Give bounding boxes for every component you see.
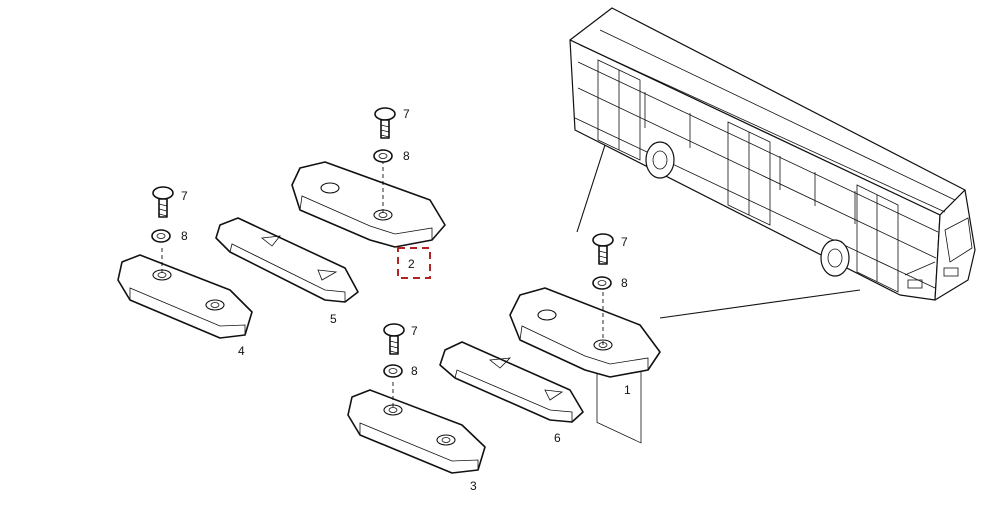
callout-7-top: 7: [403, 107, 410, 121]
bus-front-wheel: [645, 141, 675, 179]
washer-icon: [383, 364, 403, 378]
part-5-spacer: [215, 217, 359, 303]
bus-leader-line-front: [576, 144, 606, 233]
callout-7-left: 7: [181, 189, 188, 203]
item-2-highlight-box: [397, 247, 431, 279]
screw-icon: [152, 186, 174, 218]
part-6-spacer: [439, 341, 584, 423]
screw-icon: [374, 107, 396, 139]
screw-icon: [592, 233, 614, 265]
callout-3: 3: [470, 479, 477, 493]
callout-8-bottom: 8: [411, 364, 418, 378]
callout-7-bottom: 7: [411, 324, 418, 338]
callout-5: 5: [330, 312, 337, 326]
bus-leader-line-rear: [659, 289, 861, 319]
callout-6: 6: [554, 431, 561, 445]
city-bus-illustration: [569, 7, 976, 444]
washer-icon: [151, 229, 171, 243]
callout-8-top: 8: [403, 149, 410, 163]
part-1-pad: [509, 287, 661, 378]
screw-icon: [383, 323, 405, 355]
part-2-pad: [291, 160, 446, 248]
washer-icon: [373, 149, 393, 163]
callout-1: 1: [624, 383, 631, 397]
bus-rear-wheel: [820, 239, 850, 277]
washer-icon: [592, 276, 612, 290]
callout-4: 4: [238, 344, 245, 358]
callout-2: 2: [408, 257, 415, 271]
part-4-plate: [117, 248, 253, 339]
callout-8-left: 8: [181, 229, 188, 243]
part-3-plate: [347, 382, 486, 474]
callout-8-right: 8: [621, 276, 628, 290]
callout-7-right: 7: [621, 235, 628, 249]
